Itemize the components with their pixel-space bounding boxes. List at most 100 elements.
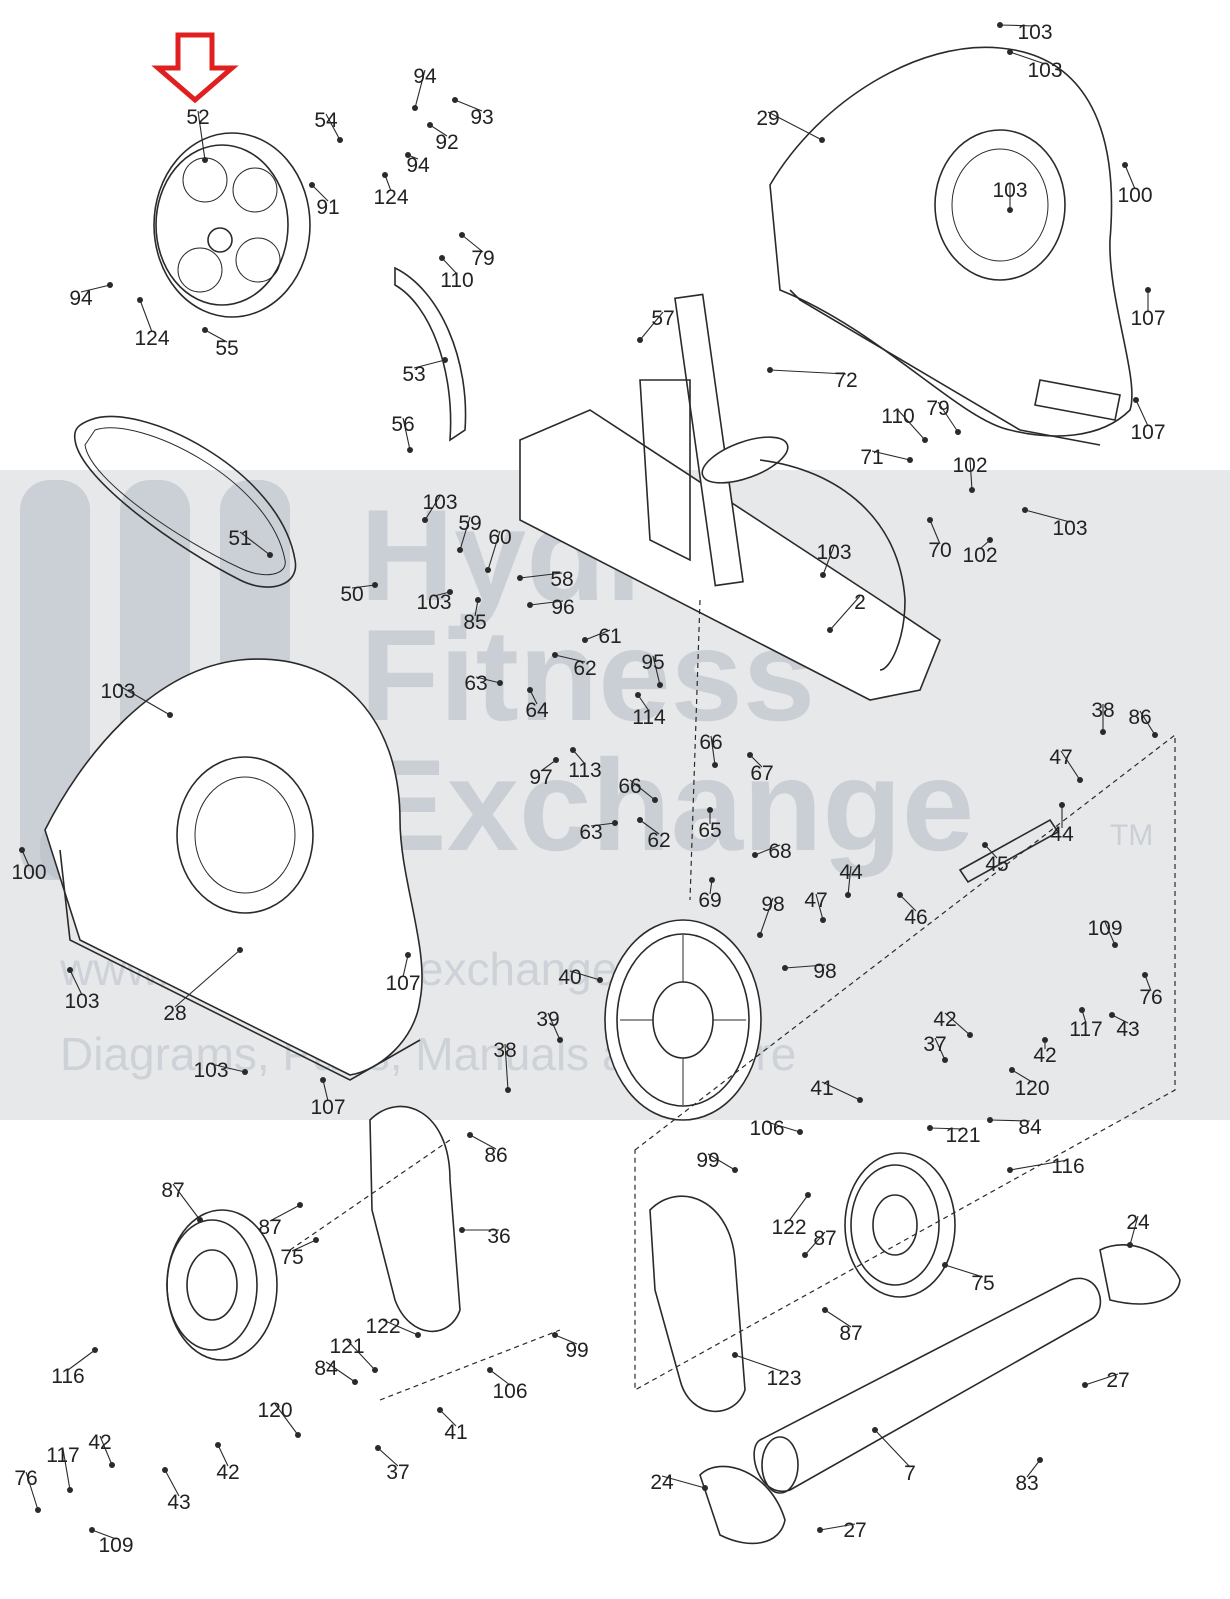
leader-line — [569, 970, 601, 981]
callout-number: 121 — [329, 1335, 364, 1358]
callout-number: 75 — [971, 1272, 994, 1295]
leader-line — [937, 401, 959, 433]
leader-line — [769, 369, 847, 375]
leader-line — [414, 69, 426, 109]
leader-line — [572, 749, 586, 765]
leader-line — [204, 329, 228, 343]
leader-line — [1009, 1159, 1069, 1171]
callout-number: 40 — [558, 966, 581, 989]
callout-number: 98 — [761, 893, 784, 916]
callout-number: 59 — [458, 512, 481, 535]
part-left-shroud — [44, 658, 423, 1081]
leader-line — [815, 893, 824, 921]
leader-line — [80, 284, 111, 293]
fastener-marker — [635, 692, 641, 698]
leader-line — [1084, 1373, 1119, 1386]
callout-number: 122 — [771, 1216, 806, 1239]
leader-line — [461, 234, 484, 253]
callout-number: 27 — [843, 1519, 866, 1542]
fastener-marker — [1127, 1242, 1133, 1248]
fastener-marker — [732, 1352, 738, 1358]
callout-number: 45 — [985, 853, 1008, 876]
fastener-marker — [67, 1487, 73, 1493]
part-flywheel — [604, 919, 762, 1121]
fastener-marker — [1007, 1167, 1013, 1173]
leader-line — [325, 113, 341, 141]
fastener-marker — [452, 97, 458, 103]
fastener-marker — [557, 1037, 563, 1043]
callout-number: 43 — [167, 1491, 190, 1514]
fastener-marker — [732, 1167, 738, 1173]
fastener-marker — [320, 1077, 326, 1083]
leader-line — [847, 865, 852, 896]
fastener-marker — [922, 437, 928, 443]
callout-number: 38 — [493, 1039, 516, 1062]
leader-line — [429, 124, 448, 137]
fastener-marker — [582, 637, 588, 643]
callout-number: 124 — [134, 327, 169, 350]
callout-number: 86 — [1128, 706, 1151, 729]
leader-line — [1129, 1215, 1139, 1246]
down-arrow-icon — [151, 32, 239, 104]
fastener-marker — [872, 1427, 878, 1433]
callout-number: 98 — [813, 960, 836, 983]
part-curved-bracket — [394, 266, 467, 442]
part-belt — [73, 415, 297, 588]
callout-number: 29 — [756, 107, 779, 130]
fastener-marker — [415, 1332, 421, 1338]
leader-line — [540, 759, 557, 772]
callout-number: 66 — [618, 775, 641, 798]
fastener-marker — [757, 932, 763, 938]
part-stabilizer-tube — [699, 1244, 1181, 1545]
fastener-marker — [987, 1117, 993, 1123]
fastener-marker — [352, 1379, 358, 1385]
leader-line — [402, 954, 409, 978]
fastener-marker — [822, 1307, 828, 1313]
callout-number: 103 — [416, 591, 451, 614]
leader-line — [754, 844, 781, 856]
callout-number: 75 — [280, 1246, 303, 1269]
fastener-marker — [1145, 287, 1151, 293]
part-main-frame — [519, 293, 941, 701]
callout-number: 103 — [100, 680, 135, 703]
assembly-line — [379, 1329, 561, 1401]
fastener-marker — [1100, 729, 1106, 735]
leader-line — [934, 1037, 946, 1061]
fastener-marker — [267, 552, 273, 558]
callout-number: 87 — [839, 1322, 862, 1345]
callout-number: 93 — [470, 106, 493, 129]
fastener-marker — [439, 255, 445, 261]
callout-number: 60 — [488, 526, 511, 549]
part-crank-disc-right — [844, 1152, 956, 1298]
fastener-marker — [927, 517, 933, 523]
fastener-marker — [459, 1227, 465, 1233]
callout-number: 87 — [813, 1227, 836, 1250]
fastener-marker — [505, 1087, 511, 1093]
leader-line — [629, 779, 656, 801]
fastener-marker — [805, 1192, 811, 1198]
callout-number: 65 — [698, 819, 721, 842]
callout-number: 67 — [750, 762, 773, 785]
leader-line — [784, 964, 826, 969]
leader-line — [424, 495, 441, 521]
fastener-marker — [442, 357, 448, 363]
callout-number: 61 — [598, 625, 621, 648]
callout-number: 92 — [435, 131, 458, 154]
fastener-marker — [897, 892, 903, 898]
callout-number: 113 — [568, 759, 601, 782]
callout-number: 62 — [573, 657, 596, 680]
fastener-marker — [527, 602, 533, 608]
fastener-marker — [1042, 1037, 1048, 1043]
part-axle — [958, 818, 1060, 884]
leader-line — [25, 1471, 39, 1511]
fastener-marker — [405, 952, 411, 958]
leader-line — [172, 1183, 201, 1221]
leader-line — [174, 949, 241, 1008]
callout-number: 85 — [463, 611, 486, 634]
fastener-marker — [702, 1485, 708, 1491]
leader-line — [441, 257, 458, 275]
leader-line — [1139, 710, 1156, 736]
fastener-marker — [827, 627, 833, 633]
